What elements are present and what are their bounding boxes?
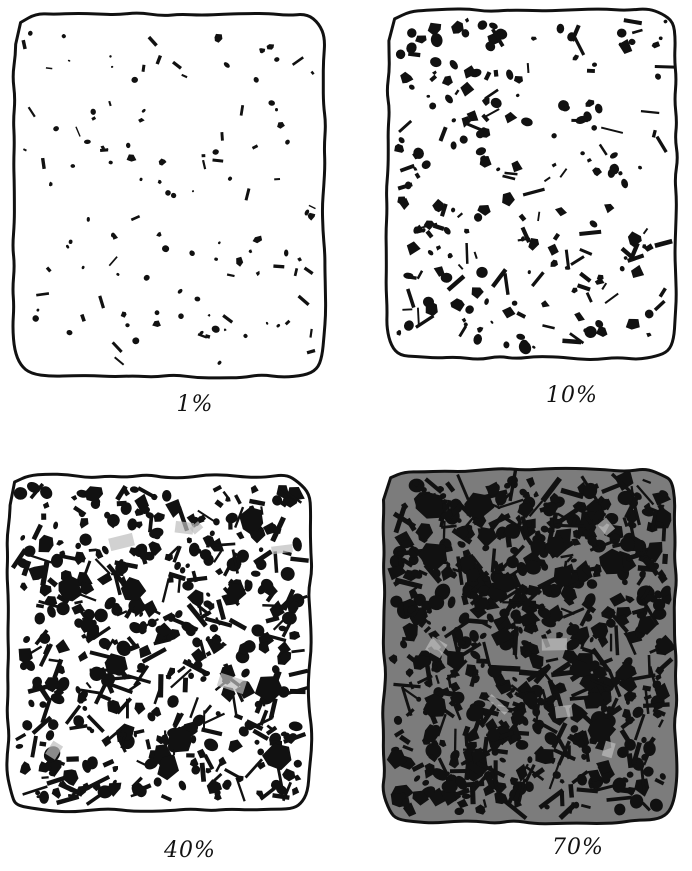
grain (284, 250, 288, 257)
label-40-percent: 40% (130, 838, 250, 863)
label-1-percent: 1% (135, 392, 255, 417)
grain (587, 69, 595, 73)
grain (117, 733, 126, 737)
panel-70-percent (383, 468, 677, 823)
grain (274, 178, 280, 180)
grain (168, 575, 173, 582)
pale-inclusion (555, 705, 573, 719)
grain (527, 756, 532, 763)
grain (225, 497, 231, 502)
grain (535, 749, 554, 764)
grain (220, 132, 223, 141)
grain (66, 756, 79, 762)
grain (39, 741, 46, 746)
panel-1-percent (13, 13, 326, 378)
grain (450, 769, 467, 773)
label-70-percent: 70% (518, 835, 638, 860)
pale-inclusion (175, 521, 194, 535)
grain (186, 753, 194, 757)
grain (518, 731, 529, 736)
grain-field (383, 468, 677, 823)
grain (203, 710, 205, 730)
grain (662, 554, 668, 564)
grain (560, 791, 565, 806)
grain (494, 70, 499, 77)
panel-10-percent (386, 9, 677, 359)
grain (610, 634, 612, 652)
panel-background (13, 13, 326, 378)
pale-inclusion (542, 638, 567, 650)
grain (202, 154, 206, 157)
label-10-percent: 10% (512, 383, 632, 408)
panel-40-percent (7, 474, 312, 811)
grain (228, 522, 232, 530)
grain (476, 658, 488, 664)
grain (183, 678, 188, 693)
grain (454, 729, 457, 754)
grain (126, 699, 129, 719)
grain (41, 513, 46, 519)
